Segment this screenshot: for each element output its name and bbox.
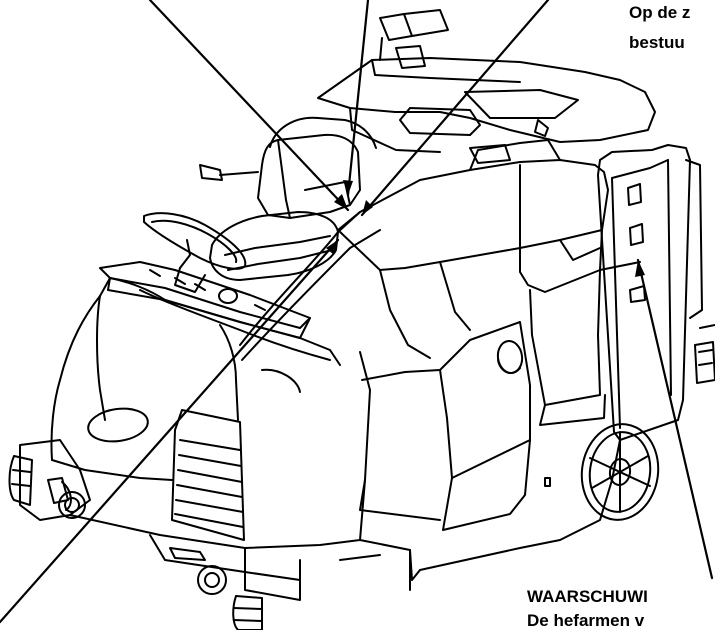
lift-arm-column (597, 144, 703, 441)
arrow-head-4 (326, 240, 338, 255)
leader-line-5 (636, 258, 714, 580)
leader-line-3 (360, 0, 550, 217)
leader-line-2 (346, 0, 370, 197)
front-cowl (50, 277, 341, 481)
right-rollers (694, 324, 715, 384)
lower-chassis (19, 439, 621, 601)
arrow-heads (326, 180, 645, 277)
leader-line-1 (148, 0, 350, 212)
arrow-head-1 (334, 194, 348, 210)
callout-text-top-right-line1: Op de z (629, 3, 691, 22)
arrow-head-2 (343, 180, 353, 195)
headlights (58, 491, 227, 595)
cover-edge-strip (239, 211, 381, 393)
side-panels (359, 261, 641, 531)
leader-line-4 (0, 238, 340, 624)
warning-text-heading: WAARSCHUWI (527, 587, 648, 606)
front-grille (171, 409, 245, 541)
arrow-head-5 (635, 260, 645, 277)
warning-text-body: De hefarmen v (527, 611, 645, 630)
arrow-head-3 (362, 200, 373, 215)
rear-wheel (580, 423, 660, 521)
beacon-mount (379, 9, 449, 69)
main-cover (337, 139, 609, 359)
operator-seat (199, 116, 377, 281)
callout-text-top-right-line2: bestuu (629, 33, 685, 52)
steering-wheel (143, 212, 247, 293)
rear-hopper (317, 57, 656, 164)
left-front-rollers (8, 455, 263, 630)
